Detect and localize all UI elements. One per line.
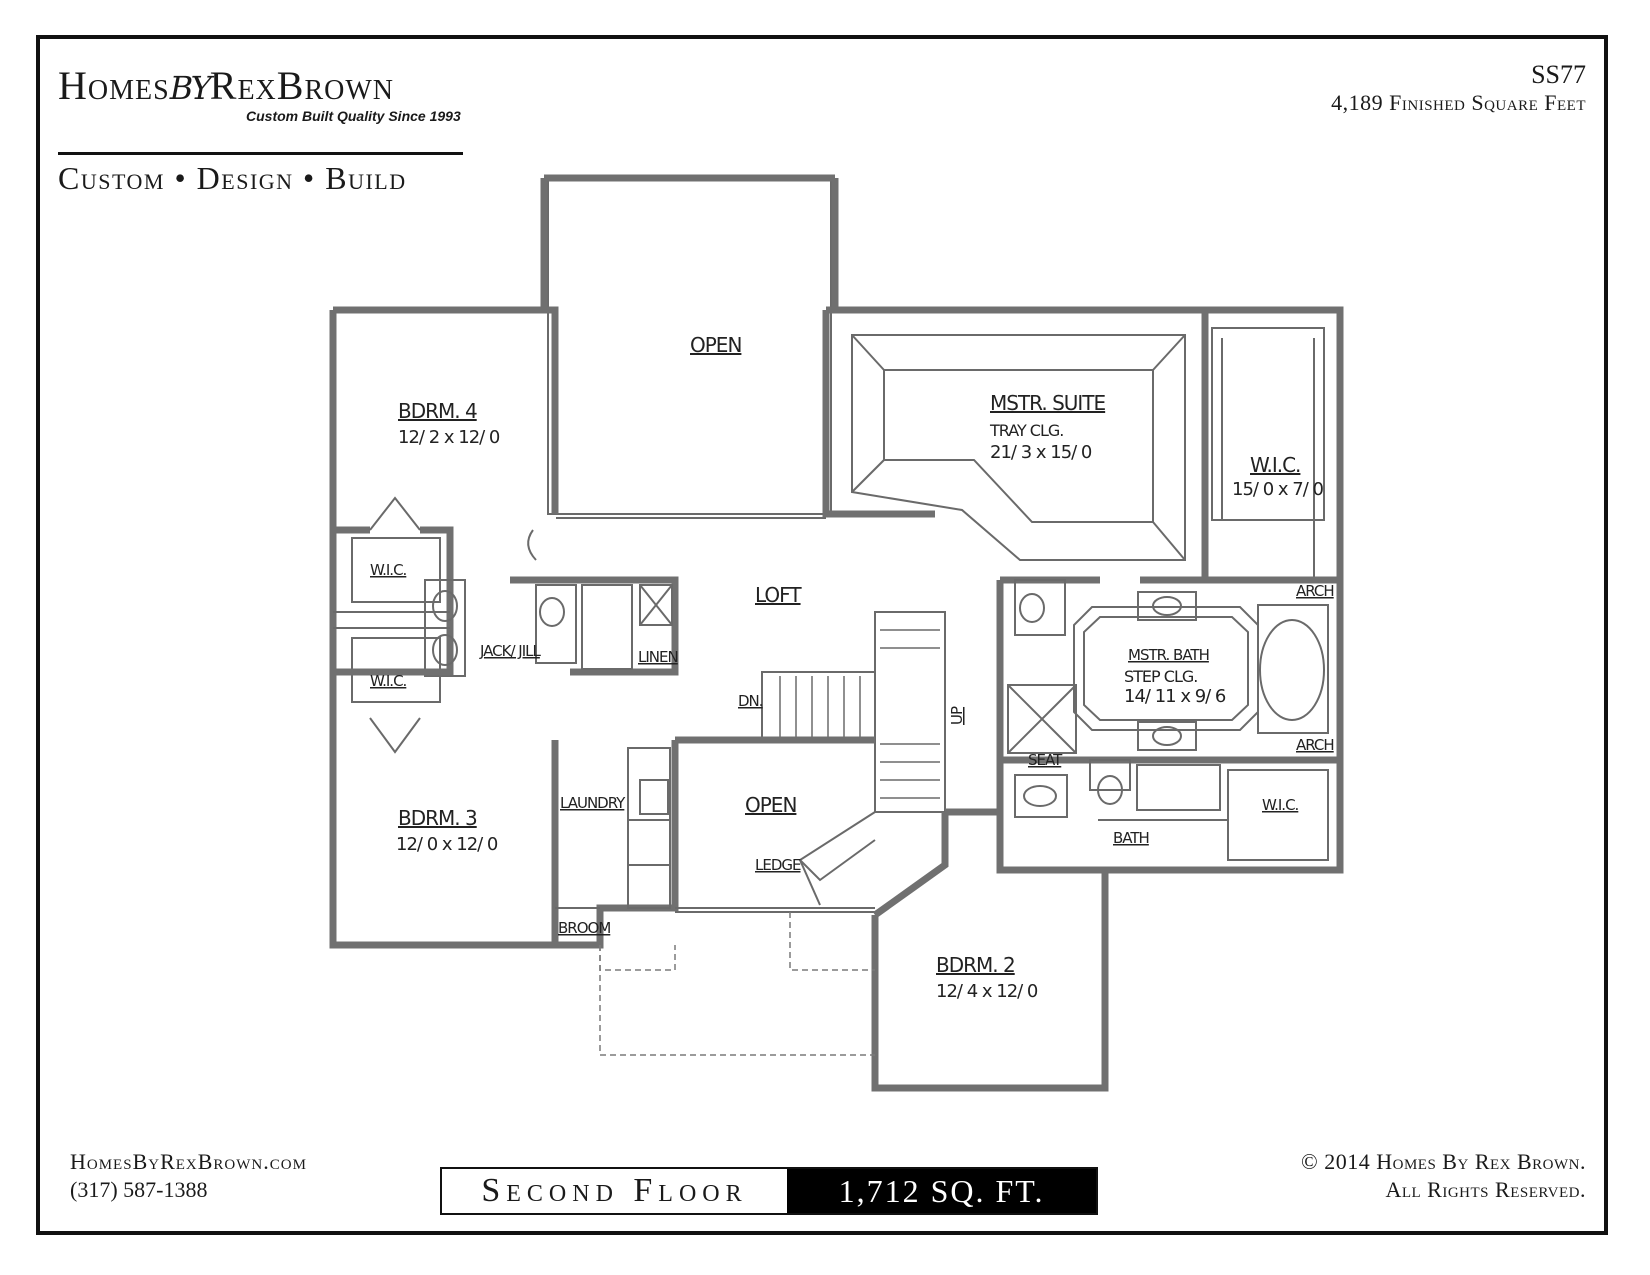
laundry — [551, 740, 679, 949]
left-closets — [333, 496, 466, 754]
contact-info: HomesByRexBrown.com (317) 587-1388 — [70, 1148, 307, 1204]
stairs — [761, 611, 946, 882]
brand-divider — [58, 152, 463, 155]
website-link[interactable]: HomesByRexBrown.com — [70, 1149, 307, 1174]
jack-jill-label: JACK/ JILL — [479, 642, 541, 660]
plan-finished-sqft: 4,189 Finished Square Feet — [1331, 90, 1586, 115]
bdrm2-label: BDRM. 2 — [936, 953, 1015, 977]
linen-label: LINEN — [638, 648, 678, 666]
up-label: UP — [948, 706, 966, 725]
bdrm4-dim: 12/ 2 x 12/ 0 — [398, 427, 500, 448]
floor-area: 1,712 SQ. FT. — [787, 1169, 1096, 1213]
brand-tagline: Custom Built Quality Since 1993 — [246, 108, 461, 124]
wic-master-dim: 15/ 0 x 7/ 0 — [1232, 479, 1323, 500]
jack-jill-bath — [510, 529, 679, 676]
brand-name: HomesbyRexBrown — [58, 60, 468, 106]
seat-label: SEAT — [1028, 751, 1063, 769]
broom-label: BROOM — [558, 919, 610, 937]
open-top-label: OPEN — [690, 333, 741, 357]
master-bath — [1000, 576, 1329, 754]
wic-1-label: W.I.C. — [370, 561, 407, 579]
bdrm3-dim: 12/ 0 x 12/ 0 — [396, 834, 498, 855]
master-wic — [1205, 327, 1340, 584]
phone-number: (317) 587-1388 — [70, 1177, 208, 1202]
brand-name-by: by — [169, 56, 212, 110]
plan-info: SS77 4,189 Finished Square Feet — [1331, 60, 1586, 116]
open-bay-walls — [540, 174, 839, 519]
wic-bath-label: W.I.C. — [1262, 796, 1299, 814]
brand-logo: HomesbyRexBrown Custom Built Quality Sin… — [58, 60, 468, 196]
bath-label: BATH — [1113, 829, 1149, 847]
brand-name-part2: RexBrown — [209, 63, 394, 108]
bdrm4-label: BDRM. 4 — [398, 399, 477, 423]
page-frame — [36, 35, 1608, 1235]
bdrm3-label: BDRM. 3 — [398, 806, 477, 830]
open-middle — [675, 736, 875, 913]
arch-bottom-label: ARCH — [1296, 736, 1334, 754]
bdrm2-dim: 12/ 4 x 12/ 0 — [936, 981, 1038, 1002]
wic-master-label: W.I.C. — [1250, 453, 1300, 477]
plan-code: SS77 — [1531, 60, 1586, 89]
mstr-bath-label: MSTR. BATH — [1128, 646, 1209, 664]
laundry-label: LAUNDRY — [560, 794, 626, 812]
porch-outlines — [599, 912, 875, 1056]
arch-top-label: ARCH — [1296, 582, 1334, 600]
tray-ceiling — [851, 334, 1186, 561]
mstr-suite-dim: 21/ 3 x 15/ 0 — [990, 442, 1092, 463]
loft-label: LOFT — [755, 583, 802, 607]
copyright: © 2014 Homes By Rex Brown. All Rights Re… — [1301, 1148, 1586, 1204]
mstr-bath-dim: 14/ 11 x 9/ 6 — [1124, 686, 1226, 707]
brand-services: Custom • Design • Build — [58, 160, 407, 196]
mstr-suite-note: TRAY CLG. — [989, 421, 1063, 440]
exterior-walls — [329, 306, 1344, 1092]
open-mid-label: OPEN — [745, 793, 796, 817]
bedroom-2-walls — [872, 808, 1000, 918]
dn-label: DN. — [738, 692, 763, 710]
mstr-bath-note: STEP CLG. — [1124, 667, 1197, 686]
ledge-label: LEDGE — [755, 856, 801, 874]
wic-2-label: W.I.C. — [370, 672, 407, 690]
bath-lower — [1000, 756, 1340, 861]
floor-name: Second Floor — [481, 1172, 748, 1209]
copyright-line2: All Rights Reserved. — [1385, 1177, 1586, 1202]
brand-name-part1: Homes — [58, 63, 170, 108]
floor-banner: Second Floor 1,712 SQ. FT. — [440, 1167, 1098, 1215]
copyright-line1: © 2014 Homes By Rex Brown. — [1301, 1149, 1586, 1174]
mstr-suite-label: MSTR. SUITE — [990, 391, 1106, 415]
